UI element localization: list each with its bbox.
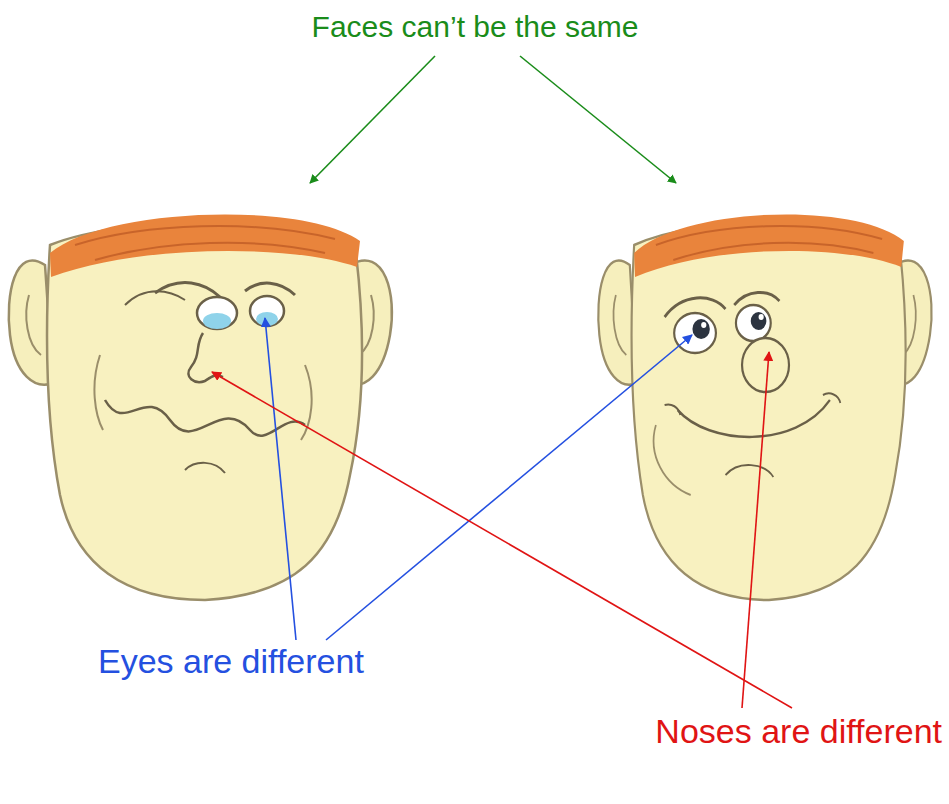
leader-line bbox=[310, 56, 435, 183]
annotation-label: Eyes are different bbox=[98, 642, 364, 681]
leader-line bbox=[742, 352, 769, 708]
title-label: Faces can’t be the same bbox=[312, 10, 639, 45]
leader-line bbox=[326, 335, 692, 640]
leader-line bbox=[520, 56, 676, 183]
annotation-label: Noses are different bbox=[655, 712, 942, 751]
left-face bbox=[9, 214, 392, 600]
leader-line bbox=[265, 318, 296, 640]
leader-lines bbox=[212, 56, 792, 708]
